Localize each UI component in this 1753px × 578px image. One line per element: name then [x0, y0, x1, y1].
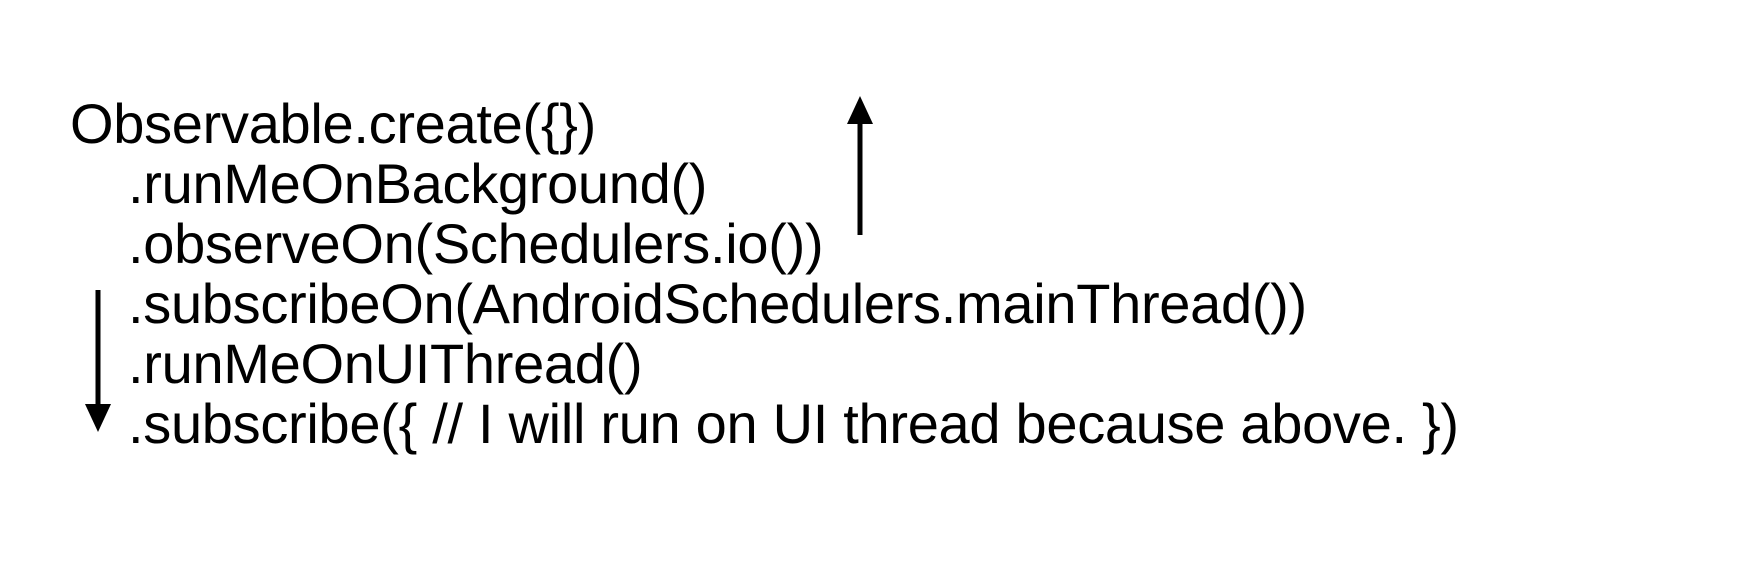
code-line-subscribe: .subscribe({ // I will run on UI thread … [128, 392, 1459, 455]
code-line-run-on-ui-thread: .runMeOnUIThread() [128, 332, 643, 395]
code-line-subscribe-on: .subscribeOn(AndroidSchedulers.mainThrea… [128, 272, 1307, 335]
arrow-down-icon [85, 290, 111, 432]
code-line-run-on-background: .runMeOnBackground() [128, 152, 708, 215]
arrow-up-icon [847, 96, 873, 235]
code-line-observe-on: .observeOn(Schedulers.io()) [128, 212, 824, 275]
code-line-create: Observable.create({}) [70, 92, 596, 155]
